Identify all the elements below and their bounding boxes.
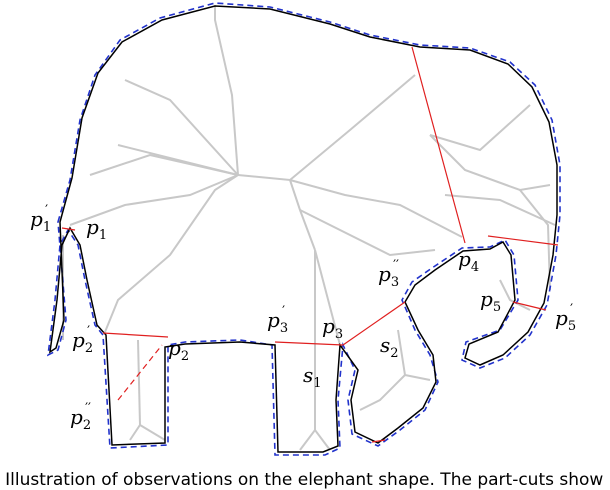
label-p2: p2 [168, 336, 189, 364]
label-p1prime: p1′ [30, 203, 51, 235]
skeleton-lines [62, 5, 556, 451]
label-p3dprime: p3′′ [378, 258, 399, 290]
dashed-approximation [47, 2, 561, 456]
label-p2prime: p2′ [72, 324, 93, 356]
label-p1: p1 [86, 215, 107, 243]
figure-caption: : Illustration of observations on the el… [0, 470, 604, 490]
label-p2dprime: p2′′ [70, 401, 91, 433]
label-p3prime: p3′ [267, 304, 288, 336]
label-p5: p5 [480, 287, 501, 315]
label-s1: s1 [303, 363, 322, 391]
label-p4: p4 [458, 247, 479, 275]
part-cuts [61, 46, 559, 443]
point-labels: p1′ p1 p2′ p2 p2′′ p3′ p3 p3′′ s1 s2 p4 … [30, 203, 576, 433]
label-s2: s2 [380, 333, 399, 361]
label-p3: p3 [322, 314, 343, 342]
label-p5prime: p5′ [555, 302, 576, 334]
elephant-outline [49, 5, 558, 453]
